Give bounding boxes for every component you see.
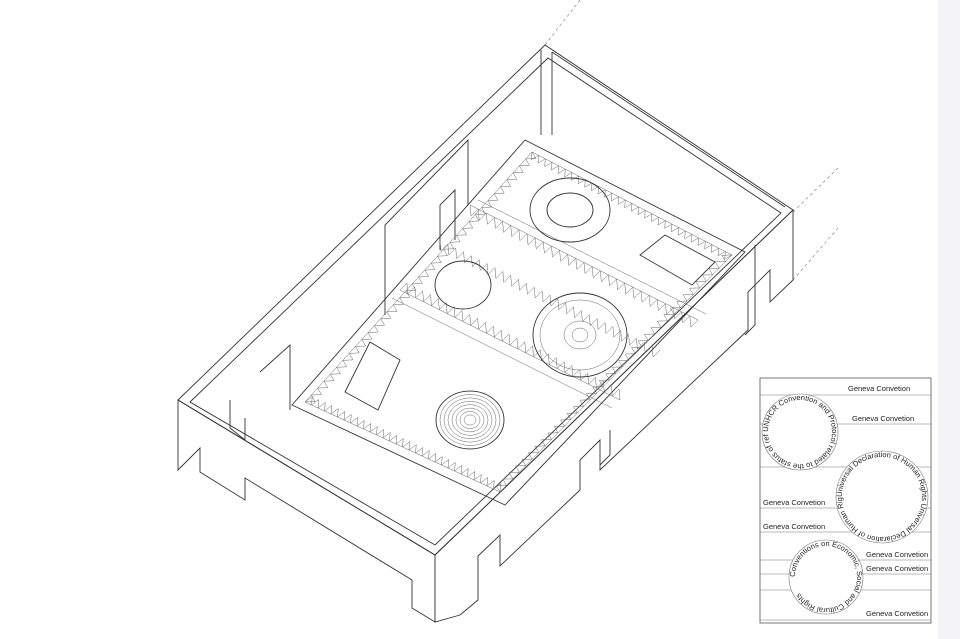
table-ring	[439, 394, 501, 446]
floor-zigzag	[469, 204, 699, 328]
geneva-label: Geneva Convetion	[763, 498, 825, 507]
floor-zigzag	[304, 151, 537, 403]
table-ring	[455, 407, 485, 433]
geneva-label: Geneva Convetion	[763, 522, 825, 531]
table-ring	[435, 390, 505, 450]
page-edge	[938, 0, 960, 639]
table-ring	[447, 401, 493, 439]
table-ring	[459, 411, 481, 429]
geneva-label: Geneva Convetion	[866, 550, 928, 559]
geneva-label: Geneva Convetion	[848, 384, 910, 393]
geneva-label: Geneva Convetion	[852, 414, 914, 423]
table-ring	[443, 397, 497, 443]
table-ring	[463, 414, 477, 426]
floor-zigzag	[495, 254, 733, 493]
floor-zigzag	[531, 151, 733, 260]
table-ring	[451, 404, 489, 436]
floor-zigzag	[304, 395, 502, 493]
room-walls	[177, 44, 794, 623]
floor-zigzag	[439, 239, 661, 358]
geneva-label: Geneva Convetion	[866, 564, 928, 573]
projection-lines	[544, 0, 839, 281]
floor-pattern	[291, 139, 746, 506]
floor-zigzag	[399, 282, 621, 401]
geneva-label: Geneva Convetion	[866, 609, 928, 618]
